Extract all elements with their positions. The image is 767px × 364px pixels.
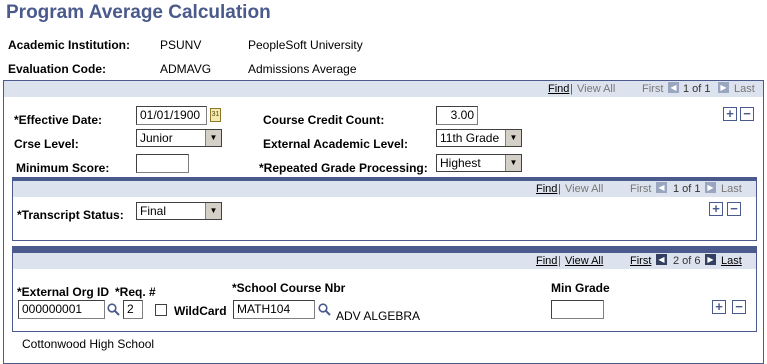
chevron-down-icon: ▼: [505, 155, 521, 171]
view-all-link[interactable]: View All: [565, 183, 604, 195]
chevron-down-icon: ▼: [505, 130, 521, 146]
crse-level-select[interactable]: Junior ▼: [136, 129, 222, 147]
lookup-icon[interactable]: [107, 303, 120, 316]
delete-row-minus-icon[interactable]: −: [740, 107, 754, 121]
eval-code-label: Evaluation Code:: [8, 62, 107, 76]
transcript-panel-bar: [12, 177, 757, 183]
course-nav-row: Find | View All First ◀ 2 of 6 ▶ Last: [13, 253, 756, 269]
transcript-status-select[interactable]: Final ▼: [136, 202, 222, 220]
school-course-description: ADV ALGEBRA: [336, 309, 421, 323]
next-arrow-icon[interactable]: ▶: [705, 182, 716, 193]
delete-row-minus-icon[interactable]: −: [727, 202, 741, 216]
nav-separator: |: [558, 255, 561, 267]
ext-acad-level-value: 11th Grade: [440, 131, 500, 145]
institution-code: PSUNV: [160, 38, 202, 52]
first-link[interactable]: First: [630, 183, 652, 195]
last-link[interactable]: Last: [721, 255, 742, 267]
min-score-input[interactable]: [136, 154, 189, 173]
effective-date-label: *Effective Date:: [14, 113, 103, 127]
institution-label: Academic Institution:: [8, 38, 131, 52]
eval-code-value: ADMAVG: [160, 62, 212, 76]
ext-acad-level-label: External Academic Level:: [263, 137, 408, 151]
school-course-label: *School Course Nbr: [232, 281, 346, 295]
institution-name: PeopleSoft University: [248, 38, 363, 52]
next-arrow-icon[interactable]: ▶: [718, 82, 729, 93]
repeated-grade-select[interactable]: Highest ▼: [436, 154, 522, 172]
req-number-input[interactable]: 2: [123, 300, 143, 319]
first-link[interactable]: First: [630, 255, 652, 267]
find-link[interactable]: Find: [536, 183, 558, 195]
nav-separator: |: [558, 183, 561, 195]
row-count: 1 of 1: [673, 183, 701, 195]
chevron-down-icon: ▼: [205, 130, 221, 146]
prev-arrow-icon[interactable]: ◀: [656, 254, 667, 265]
lookup-icon[interactable]: [318, 303, 331, 316]
find-link[interactable]: Find: [548, 83, 570, 95]
page-title: Program Average Calculation: [6, 2, 271, 23]
repeated-grade-label: *Repeated Grade Processing:: [259, 161, 428, 175]
view-all-link[interactable]: View All: [565, 255, 604, 267]
row-count: 1 of 1: [683, 83, 711, 95]
find-link[interactable]: Find: [536, 255, 558, 267]
calendar-icon[interactable]: 31: [210, 108, 221, 122]
repeated-grade-value: Highest: [440, 156, 481, 170]
next-arrow-icon[interactable]: ▶: [705, 254, 716, 265]
outer-nav-row: Find | View All First ◀ 1 of 1 ▶ Last: [4, 81, 763, 97]
min-grade-input[interactable]: [551, 300, 604, 319]
nav-separator: |: [570, 83, 573, 95]
ext-org-id-label: *External Org ID: [17, 285, 110, 299]
view-all-link[interactable]: View All: [577, 83, 616, 95]
req-number-label: *Req. #: [115, 285, 156, 299]
transcript-status-label: *Transcript Status:: [17, 208, 124, 222]
course-credit-label: Course Credit Count:: [263, 113, 385, 127]
first-link[interactable]: First: [642, 83, 664, 95]
course-panel-bar: [12, 246, 757, 252]
eval-code-name: Admissions Average: [248, 62, 357, 76]
crse-level-label: Crse Level:: [14, 137, 79, 151]
prev-arrow-icon[interactable]: ◀: [668, 82, 679, 93]
wildcard-label: WildCard: [174, 304, 227, 318]
delete-row-minus-icon[interactable]: −: [732, 300, 746, 314]
row-count: 2 of 6: [673, 255, 701, 267]
min-score-label: Minimum Score:: [16, 161, 110, 175]
add-row-plus-icon[interactable]: +: [712, 300, 726, 314]
last-link[interactable]: Last: [734, 83, 755, 95]
prev-arrow-icon[interactable]: ◀: [656, 182, 667, 193]
transcript-status-value: Final: [140, 204, 167, 218]
wildcard-checkbox[interactable]: [155, 304, 167, 316]
min-grade-label: Min Grade: [551, 281, 610, 295]
crse-level-value: Junior: [140, 131, 173, 145]
ext-acad-level-select[interactable]: 11th Grade ▼: [436, 129, 522, 147]
last-link[interactable]: Last: [721, 183, 742, 195]
course-credit-input[interactable]: 3.00: [436, 106, 478, 125]
effective-date-input[interactable]: 01/01/1900: [136, 106, 207, 125]
org-name: Cottonwood High School: [22, 337, 155, 351]
add-row-plus-icon[interactable]: +: [723, 107, 737, 121]
chevron-down-icon: ▼: [205, 203, 221, 219]
school-course-input[interactable]: MATH104: [233, 300, 315, 319]
add-row-plus-icon[interactable]: +: [709, 202, 723, 216]
transcript-nav-row: Find | View All First ◀ 1 of 1 ▶ Last: [13, 181, 756, 197]
ext-org-id-input[interactable]: 000000001: [18, 300, 105, 319]
